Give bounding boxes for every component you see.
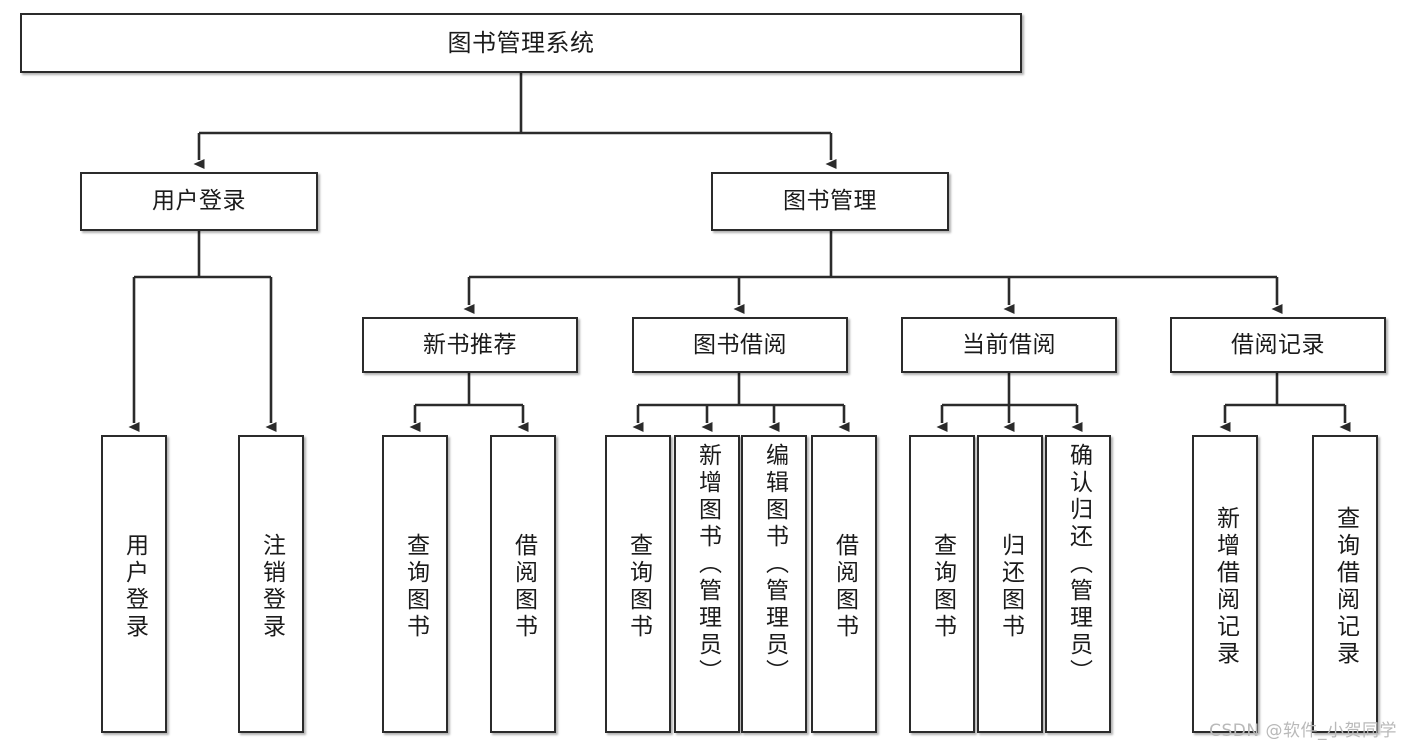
node-label: 查询图书	[929, 533, 956, 641]
leaf-record-query[interactable]: 查询借阅记录	[1312, 435, 1378, 733]
leaf-current-query-book[interactable]: 查询图书	[909, 435, 975, 733]
leaf-new-book-borrow[interactable]: 借阅图书	[490, 435, 556, 733]
node-label: 图书管理	[783, 188, 877, 215]
node-label: 新增借阅记录	[1212, 506, 1239, 668]
node-new-book-recommend[interactable]: 新书推荐	[362, 317, 578, 373]
node-label: 图书借阅	[693, 331, 787, 358]
leaf-new-book-query[interactable]: 查询图书	[382, 435, 448, 733]
leaf-current-confirm-return-admin[interactable]: 确认归还（管理员）	[1045, 435, 1111, 733]
leaf-borrow-query-book[interactable]: 查询图书	[605, 435, 671, 733]
node-book-management[interactable]: 图书管理	[711, 172, 949, 231]
node-label: 借阅图书	[510, 533, 537, 641]
node-label: 查询借阅记录	[1332, 506, 1359, 668]
node-borrow-record[interactable]: 借阅记录	[1170, 317, 1386, 373]
node-root-system[interactable]: 图书管理系统	[20, 13, 1022, 73]
csdn-watermark: CSDN @软件_小贺同学	[1209, 721, 1397, 741]
leaf-user-login[interactable]: 用户登录	[101, 435, 167, 733]
node-label: 编辑图书（管理员）	[761, 443, 788, 686]
node-label: 归还图书	[997, 533, 1024, 641]
leaf-current-return-book[interactable]: 归还图书	[977, 435, 1043, 733]
node-label: 确认归还（管理员）	[1065, 443, 1092, 686]
leaf-borrow-edit-book-admin[interactable]: 编辑图书（管理员）	[741, 435, 807, 733]
node-label: 查询图书	[402, 533, 429, 641]
node-label: 借阅图书	[831, 533, 858, 641]
node-label: 新增图书（管理员）	[694, 443, 721, 686]
node-current-borrow[interactable]: 当前借阅	[901, 317, 1117, 373]
node-label: 用户登录	[121, 533, 148, 641]
node-user-login[interactable]: 用户登录	[80, 172, 318, 231]
node-book-borrow[interactable]: 图书借阅	[632, 317, 848, 373]
node-label: 借阅记录	[1231, 331, 1325, 358]
leaf-user-logout[interactable]: 注销登录	[238, 435, 304, 733]
node-label: 注销登录	[258, 533, 285, 641]
node-label: 查询图书	[625, 533, 652, 641]
node-label: 新书推荐	[423, 331, 517, 358]
node-label: 图书管理系统	[447, 29, 595, 57]
leaf-borrow-add-book-admin[interactable]: 新增图书（管理员）	[674, 435, 740, 733]
leaf-record-add[interactable]: 新增借阅记录	[1192, 435, 1258, 733]
node-label: 当前借阅	[962, 331, 1056, 358]
leaf-borrow-lend-book[interactable]: 借阅图书	[811, 435, 877, 733]
node-label: 用户登录	[152, 188, 246, 215]
